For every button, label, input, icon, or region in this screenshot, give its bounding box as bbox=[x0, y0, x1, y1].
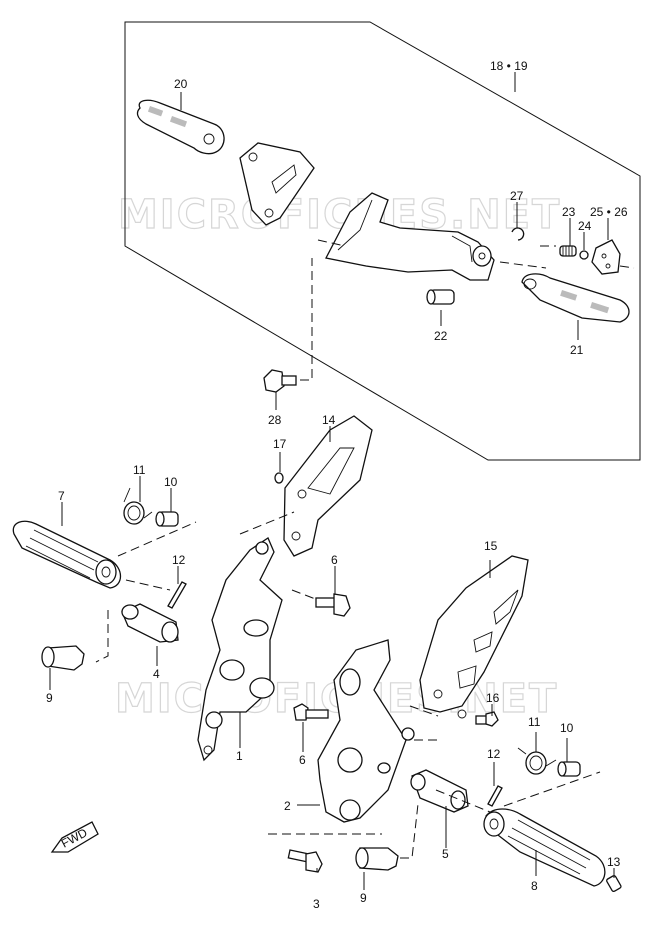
callout-22: 22 bbox=[434, 329, 448, 343]
part-27-clip bbox=[511, 227, 525, 241]
part-9-cap-left bbox=[41, 645, 85, 671]
callout-12-right: 12 bbox=[487, 747, 501, 761]
callout-15: 15 bbox=[484, 539, 498, 553]
callout-labels: 20 18 • 19 27 23 24 25 • 26 22 21 28 17 … bbox=[46, 59, 628, 911]
callout-4: 4 bbox=[153, 667, 160, 681]
callout-11-right: 11 bbox=[528, 715, 541, 729]
part-3-bolt bbox=[287, 849, 323, 873]
callout-3: 3 bbox=[313, 897, 320, 911]
part-5-pivot-shaft bbox=[410, 769, 469, 813]
part-6-bolt-upper bbox=[315, 593, 351, 617]
rear-assembly-box bbox=[124, 21, 641, 461]
part-17-washer bbox=[274, 472, 284, 484]
part-18-19-rear-hanger bbox=[325, 192, 495, 281]
callout-7: 7 bbox=[58, 489, 65, 503]
callout-18-19: 18 • 19 bbox=[490, 59, 528, 73]
callout-24: 24 bbox=[578, 219, 592, 233]
callout-16: 16 bbox=[486, 691, 500, 705]
callout-1: 1 bbox=[236, 749, 243, 763]
callout-28: 28 bbox=[268, 413, 282, 427]
callout-21: 21 bbox=[570, 343, 584, 357]
callout-8: 8 bbox=[531, 879, 538, 893]
leader-lines bbox=[49, 72, 615, 890]
callout-2: 2 bbox=[284, 799, 291, 813]
part-4-pivot-shaft bbox=[121, 603, 179, 643]
part-10-pin-right bbox=[557, 761, 581, 777]
part-21-rear-footpeg-right bbox=[521, 273, 630, 323]
part-16-bolt bbox=[475, 711, 499, 727]
part-28-bolt bbox=[263, 369, 297, 393]
callout-11-left: 11 bbox=[133, 463, 146, 477]
callout-17: 17 bbox=[273, 437, 287, 451]
part-12-cotter-pin-right bbox=[487, 785, 503, 807]
part-15-heel-guard bbox=[419, 555, 529, 719]
part-24-ball bbox=[579, 250, 589, 260]
part-13-screw bbox=[606, 875, 622, 893]
callout-9-left: 9 bbox=[46, 691, 53, 705]
callout-5: 5 bbox=[442, 847, 449, 861]
part-25-26-plate bbox=[591, 239, 621, 275]
part-9-cap-right bbox=[355, 847, 399, 871]
part-8-footpeg-right bbox=[483, 808, 606, 887]
callout-6-lower: 6 bbox=[299, 753, 306, 767]
part-23-spring bbox=[559, 245, 577, 257]
part-20-rear-footpeg-left bbox=[136, 99, 225, 155]
part-11-spring-right bbox=[517, 747, 557, 775]
callout-6-upper: 6 bbox=[331, 553, 338, 567]
part-2-bracket bbox=[317, 639, 415, 823]
part-7-footpeg-left bbox=[12, 520, 122, 589]
part-1-bracket bbox=[197, 537, 283, 762]
callout-10-left: 10 bbox=[164, 475, 178, 489]
part-6-bolt-lower bbox=[293, 703, 329, 721]
watermark-top: MICROFICHES.NET bbox=[118, 192, 561, 238]
part-10-pin-left bbox=[155, 511, 179, 527]
part-22-pivot-pin bbox=[426, 289, 455, 305]
callout-23: 23 bbox=[562, 205, 576, 219]
fwd-arrow-icon: FWD bbox=[50, 821, 99, 853]
part-11-spring-left bbox=[123, 487, 153, 525]
callout-12-left: 12 bbox=[172, 553, 186, 567]
callout-14: 14 bbox=[322, 413, 336, 427]
part-14-heel-guard bbox=[283, 415, 373, 557]
part-12-cotter-pin-left bbox=[167, 581, 187, 609]
callout-10-right: 10 bbox=[560, 721, 574, 735]
callout-9-right: 9 bbox=[360, 891, 367, 905]
callout-27: 27 bbox=[510, 189, 524, 203]
callout-20: 20 bbox=[174, 77, 188, 91]
callout-13: 13 bbox=[607, 855, 621, 869]
callout-25-26: 25 • 26 bbox=[590, 205, 628, 219]
rear-bracket-plate bbox=[239, 142, 315, 226]
